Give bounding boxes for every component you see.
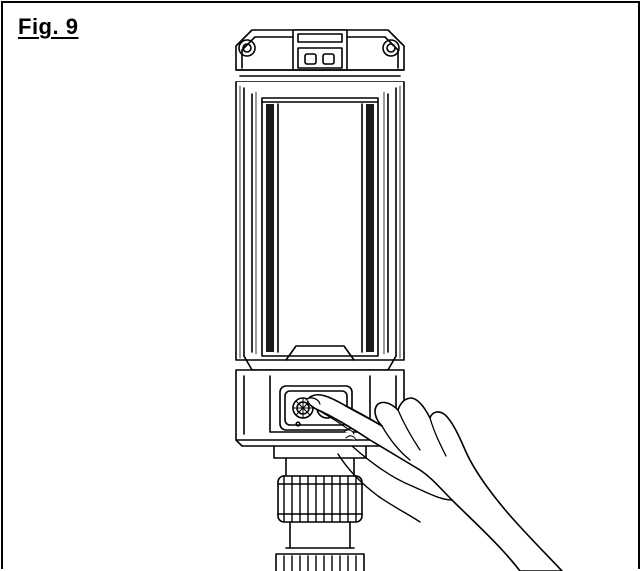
device-coupling	[273, 445, 367, 571]
hand-illustration	[305, 393, 563, 571]
device-top-cap	[235, 29, 405, 83]
device-main-body	[235, 81, 405, 371]
figure-label: Fig. 9	[18, 14, 79, 39]
